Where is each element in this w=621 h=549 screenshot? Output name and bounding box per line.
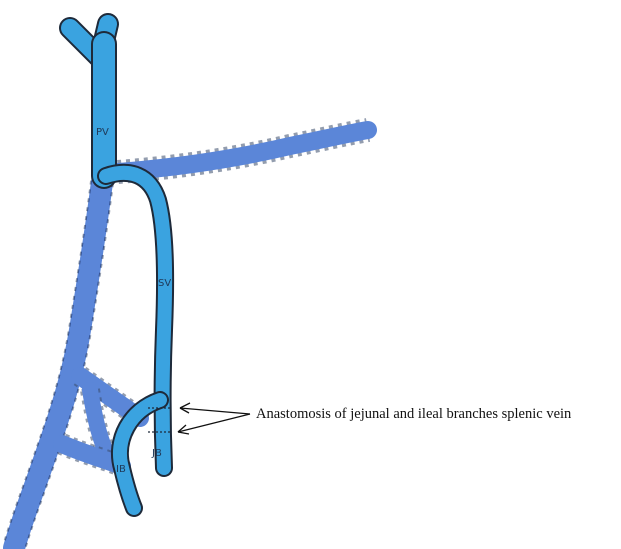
label-sv: SV — [158, 278, 171, 289]
dashed-vessel-network — [14, 130, 368, 548]
label-jb: JB — [151, 448, 162, 459]
label-pv: PV — [96, 127, 109, 138]
arrow-upper — [180, 408, 250, 414]
annotation-text: Anastomosis of jejunal and ileal branche… — [256, 406, 572, 422]
label-ib: IB — [116, 464, 126, 475]
annotation-arrows — [178, 403, 250, 434]
arrow-lower — [178, 414, 250, 432]
